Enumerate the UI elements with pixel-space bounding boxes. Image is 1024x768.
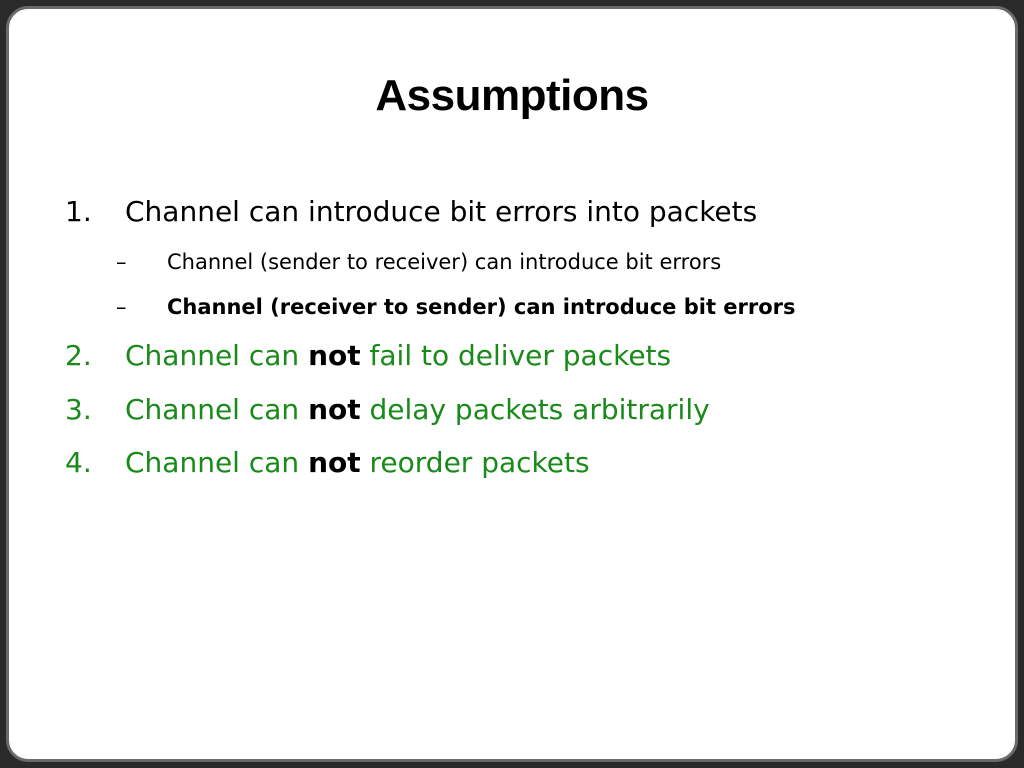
slide: Assumptions 1. Channel can introduce bit… [6, 6, 1018, 762]
list-item-text: Channel can not fail to deliver packets [125, 339, 671, 372]
list-item-text: Channel can not delay packets arbitraril… [125, 393, 710, 426]
emphasis-not: not [308, 339, 361, 372]
list-item-prefix: Channel can [125, 446, 309, 479]
list-item-suffix: reorder packets [360, 446, 590, 479]
list-item-text: Channel can introduce bit errors into pa… [125, 195, 758, 228]
sub-item-text: Channel (sender to receiver) can introdu… [167, 250, 722, 274]
list-item-number: 1. [65, 195, 92, 228]
emphasis-not: not [308, 393, 361, 426]
list-item-prefix: Channel can [125, 339, 309, 372]
sub-item-dash: – [116, 295, 127, 319]
list-item-number: 3. [65, 393, 92, 426]
list-item-prefix: Channel can [125, 393, 309, 426]
emphasis-not: not [308, 446, 361, 479]
sub-item-dash: – [116, 250, 127, 274]
list-item-suffix: fail to deliver packets [360, 339, 672, 372]
list-item-text: Channel can not reorder packets [125, 446, 590, 479]
list-item-number: 4. [65, 446, 92, 479]
list-item-number: 2. [65, 339, 92, 372]
list-item-suffix: delay packets arbitrarily [360, 393, 710, 426]
slide-title: Assumptions [375, 71, 649, 120]
sub-item-text: Channel (receiver to sender) can introdu… [167, 295, 796, 319]
